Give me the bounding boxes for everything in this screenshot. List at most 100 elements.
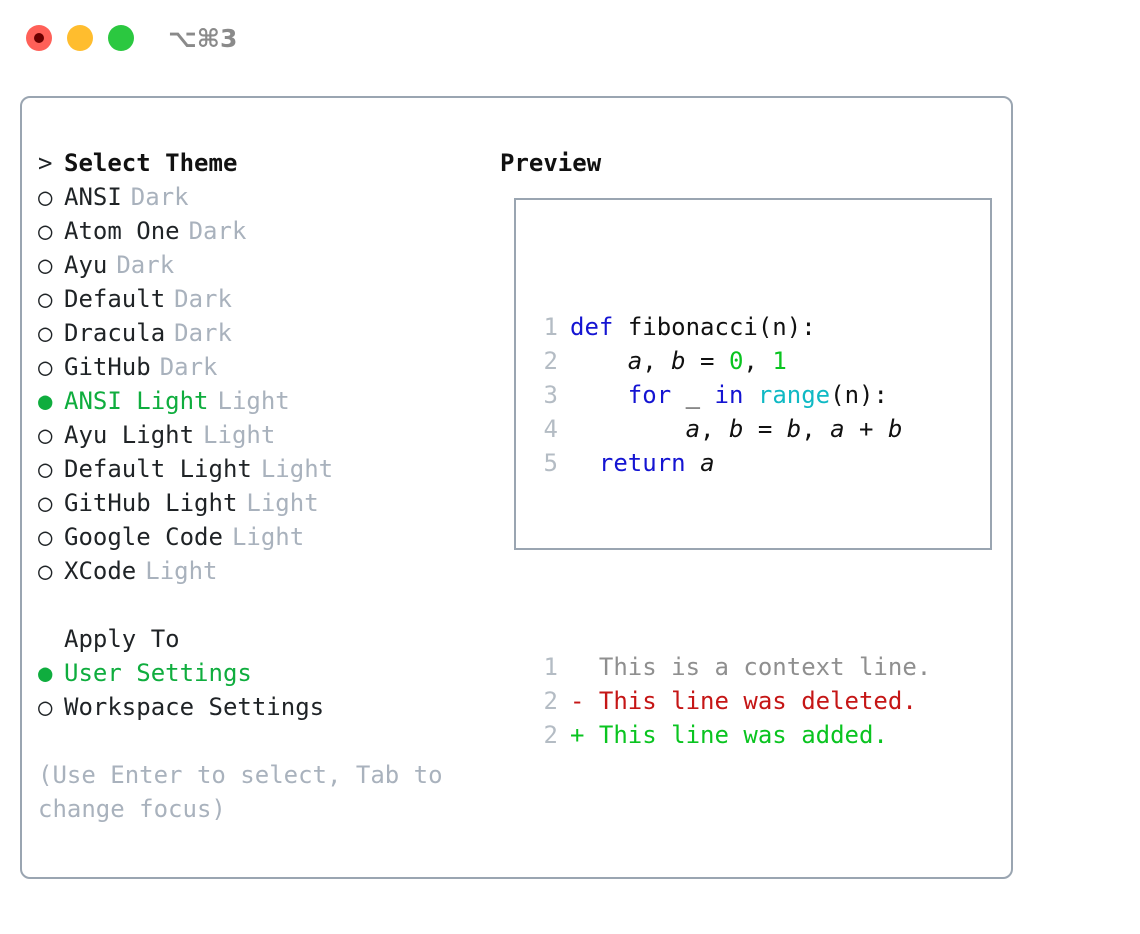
theme-option-label: Dracula [64,319,166,347]
theme-option-ayu-light[interactable]: ○ Ayu Light Light [38,418,478,452]
theme-option-kind-badge: Light [145,557,218,585]
radio-unselected-icon: ○ [38,421,53,449]
theme-picker-heading: > Select Theme [38,146,478,180]
code-token [743,381,757,409]
prompt-caret-icon: > [38,149,53,177]
code-token [570,415,686,443]
apply-to-option-workspace-settings[interactable]: ○ Workspace Settings [38,690,478,724]
theme-option-kind-badge: Light [217,387,290,415]
theme-option-label: Google Code [64,523,223,551]
maximize-button-icon[interactable] [108,25,134,51]
radio-unselected-icon: ○ [38,557,53,585]
theme-option-kind-badge: Dark [130,183,189,211]
theme-option-label: ANSI Light [64,387,209,415]
apply-to-list: ●User Settings ○ Workspace Settings [38,656,478,724]
code-token: b [887,415,903,443]
line-number: 2 [543,721,558,749]
code-token: , [801,415,831,443]
code-token: a [685,415,701,443]
theme-option-label: XCode [64,557,137,585]
theme-option-kind-badge: Dark [174,319,232,347]
code-token [613,313,627,341]
code-token: (n): [830,381,888,409]
theme-option-xcode[interactable]: ○ XCode Light [38,554,478,588]
theme-option-kind-badge: Dark [159,353,218,381]
theme-option-kind-badge: Dark [116,251,175,279]
page-title: Select Theme [64,149,238,177]
code-token: in [714,381,744,409]
theme-option-ansi-light[interactable]: ● ANSI Light Light [38,384,478,418]
line-number: 3 [543,381,558,409]
radio-unselected-icon: ○ [38,455,53,483]
line-number: 2 [543,347,558,375]
code-token: _ [671,381,715,409]
code-token: b [671,347,686,375]
line-number: 2 [543,687,558,715]
close-button-icon[interactable] [26,25,52,51]
code-diff-gap [534,548,931,582]
code-token: - This line was deleted. [570,687,917,715]
radio-unselected-icon: ○ [38,217,53,245]
code-token: b [728,415,744,443]
code-token: This is a context line. [570,653,932,681]
theme-option-kind-badge: Light [231,523,305,551]
apply-to-option-user-settings[interactable]: ●User Settings [38,656,478,690]
code-token: = [743,415,787,443]
minimize-button-icon[interactable] [67,25,93,51]
radio-unselected-icon: ○ [38,251,53,279]
code-token: + This line was added. [570,721,888,749]
code-token: a [627,347,643,375]
radio-unselected-icon: ○ [38,693,53,721]
theme-option-kind-badge: Light [246,489,319,517]
theme-option-label: Ayu Light [64,421,195,449]
theme-option-atom-one[interactable]: ○ Atom One Dark [38,214,478,248]
theme-option-dracula[interactable]: ○ Dracula Dark [38,316,478,350]
diff-sample: 1 This is a context line.2- This line wa… [534,650,932,752]
code-token: return [598,449,686,477]
theme-option-kind-badge: Light [203,421,276,449]
code-token: fibonacci [627,313,758,341]
code-token: , [700,415,729,443]
keyboard-hint-text: (Use Enter to select, Tab to change focu… [38,761,458,823]
code-token: b [786,415,802,443]
theme-option-kind-badge: Light [260,455,334,483]
hint-spacer [38,724,478,758]
theme-option-label: ANSI [64,183,122,211]
line-number: 5 [543,449,558,477]
code-token [570,449,599,477]
code-token: = [685,347,729,375]
code-token [686,449,700,477]
radio-unselected-icon: ○ [38,353,53,381]
code-token: , [642,347,672,375]
apply-to-option-label: Workspace Settings [64,693,325,721]
line-number: 4 [543,415,558,443]
theme-option-github-light[interactable]: ○ GitHub Light Light [38,486,478,520]
radio-selected-icon: ● [38,387,53,415]
theme-option-label: GitHub Light [64,489,238,517]
code-token: 0 [728,347,744,375]
list-spacer [38,588,478,622]
theme-option-kind-badge: Dark [188,217,247,245]
code-token: (n): [757,313,816,341]
radio-unselected-icon: ○ [38,319,53,347]
code-token: range [757,381,831,409]
radio-unselected-icon: ○ [38,489,53,517]
keyboard-shortcut-label: ⌥⌘3 [168,24,238,53]
theme-option-label: Atom One [64,217,180,245]
code-line: 3 for _ in range(n): [534,378,931,412]
code-token: def [570,313,614,341]
